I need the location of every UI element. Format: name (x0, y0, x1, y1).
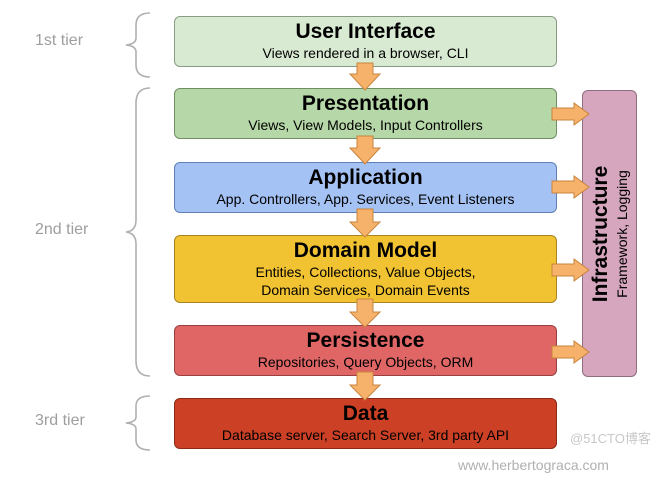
layer-infrastructure: Infrastructure Framework, Logging (582, 90, 637, 377)
right-arrow-persistence-infrastructure (551, 340, 590, 364)
tier-label-3rd: 3rd tier (35, 412, 85, 429)
right-arrow-presentation-infrastructure (551, 102, 590, 126)
layer-user-interface: User Interface Views rendered in a brows… (174, 16, 557, 67)
right-arrow-domain-infrastructure (551, 258, 590, 282)
layer-title: Presentation (301, 92, 430, 115)
down-arrow-persistence-data (348, 371, 382, 401)
layer-data: Data Database server, Search Server, 3rd… (174, 398, 557, 449)
tier-label-1st: 1st tier (35, 32, 84, 49)
brace-3rd-tier (125, 395, 151, 451)
layer-presentation: Presentation Views, View Models, Input C… (174, 88, 557, 139)
layer-subtitle-line2: Domain Services, Domain Events (261, 282, 470, 298)
watermark-site: @51CTO博客 (570, 431, 651, 446)
down-arrow-application-domain (348, 208, 382, 238)
layer-subtitle-line1: Entities, Collections, Value Objects, (255, 264, 476, 280)
layer-subtitle: Database server, Search Server, 3rd part… (221, 427, 510, 443)
layer-title: Application (308, 166, 423, 189)
down-arrow-ui-presentation (348, 62, 382, 91)
layer-title: Data (342, 402, 389, 425)
layer-persistence: Persistence Repositories, Query Objects,… (174, 325, 557, 376)
layer-subtitle: App. Controllers, App. Services, Event L… (216, 191, 515, 207)
down-arrow-presentation-application (348, 135, 382, 165)
brace-1st-tier (125, 12, 151, 78)
layer-application: Application App. Controllers, App. Servi… (174, 162, 557, 213)
layer-title: User Interface (295, 20, 436, 43)
down-arrow-domain-persistence (348, 298, 382, 328)
layer-domain-model: Domain Model Entities, Collections, Valu… (174, 235, 557, 303)
layer-subtitle: Repositories, Query Objects, ORM (257, 354, 474, 370)
watermark-url: www.herbertograca.com (458, 457, 609, 473)
brace-2nd-tier (125, 87, 151, 377)
tier-label-2nd: 2nd tier (35, 221, 89, 238)
layer-subtitle: Views rendered in a browser, CLI (262, 45, 469, 61)
layer-title: Persistence (306, 329, 425, 352)
right-arrow-application-infrastructure (551, 175, 590, 199)
layer-title: Domain Model (293, 239, 438, 262)
layer-subtitle: Views, View Models, Input Controllers (248, 117, 483, 133)
